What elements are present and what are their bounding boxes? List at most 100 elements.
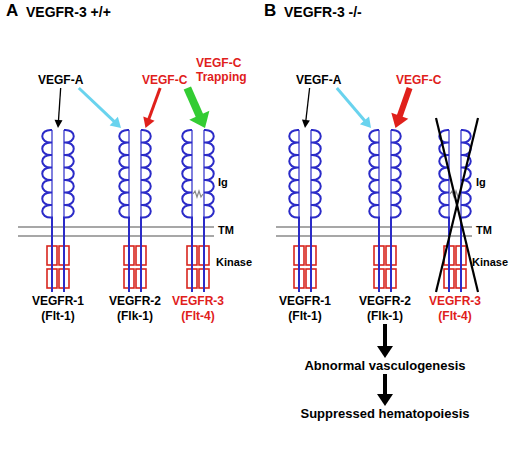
- outcome-name: Suppressed hematopoiesis: [290, 406, 480, 422]
- receptor: VEGFR-2 (Flk-1): [350, 128, 420, 324]
- arrow-head: [360, 117, 371, 129]
- arrow-head: [377, 394, 393, 406]
- chain-backbone: [203, 130, 204, 220]
- connector-line: [187, 88, 201, 119]
- knockout-cross: [436, 118, 478, 292]
- ligand-label: VEGF-A: [38, 72, 83, 88]
- chain-backbone: [63, 130, 64, 220]
- connector-line: [399, 88, 410, 119]
- arrow-connector: [377, 374, 393, 406]
- ig-chain: [311, 130, 321, 292]
- cleavage-mark: [450, 191, 460, 197]
- ig-chain: [141, 130, 151, 292]
- chain-backbone: [390, 130, 391, 220]
- receptor-name: VEGFR-2 (Flk-1): [100, 294, 170, 324]
- ligand-name: VEGF-A: [38, 72, 83, 88]
- arrow-connector: [55, 88, 63, 128]
- arrow-head: [377, 346, 393, 358]
- receptor-symbol: [270, 128, 340, 294]
- chain-backbone: [128, 130, 129, 220]
- receptor-name: VEGFR-2 (Flk-1): [350, 294, 420, 324]
- membrane-line: [276, 235, 472, 237]
- ig-chain: [119, 130, 129, 292]
- domain-label: Kinase: [216, 256, 252, 268]
- ligand-name: VEGF-C: [396, 72, 441, 88]
- knockout-cross: [436, 118, 478, 292]
- receptor-name: VEGFR-1 (Flt-1): [23, 294, 93, 324]
- receptor: VEGFR-2 (Flk-1): [100, 128, 170, 324]
- panel-letter: A: [6, 2, 18, 21]
- chain-backbone: [191, 130, 192, 220]
- chain-backbone: [140, 130, 141, 220]
- chain-backbone: [448, 130, 449, 220]
- connector-line: [148, 88, 160, 121]
- receptor-symbol: [163, 128, 233, 294]
- ig-chain: [204, 130, 214, 292]
- receptor-name: VEGFR-3 (Flt-4): [163, 294, 233, 324]
- arrow-connector: [337, 88, 371, 128]
- receptor: VEGFR-3 (Flt-4): [163, 128, 233, 324]
- ig-chain: [289, 130, 299, 292]
- outcome-text: Abnormal vasculogenesis: [290, 358, 480, 374]
- arrow-connector: [143, 88, 160, 128]
- receptor-symbol: [23, 128, 93, 294]
- cleavage-mark: [193, 191, 203, 197]
- domain-label: Ig: [218, 176, 228, 188]
- arrow-connector: [187, 88, 209, 128]
- arrow-connector: [391, 88, 409, 128]
- arrow-head: [143, 117, 154, 128]
- ig-chain: [369, 130, 379, 292]
- connector-line: [58, 88, 60, 122]
- receptor-symbol: [350, 128, 420, 294]
- membrane-line: [276, 226, 472, 228]
- receptor-symbol: [420, 128, 490, 294]
- receptor: VEGFR-1 (Flt-1): [270, 128, 340, 324]
- receptor-name: VEGFR-3 (Flt-4): [420, 294, 490, 324]
- connector-line: [306, 88, 310, 122]
- ig-chain: [439, 130, 449, 292]
- chain-backbone: [460, 130, 461, 220]
- ligand-label: VEGF-A: [296, 72, 341, 88]
- panel-letter: B: [264, 2, 276, 21]
- membrane-line: [18, 226, 214, 228]
- ligand-label: VEGF-C: [396, 72, 441, 88]
- outcome-text: Suppressed hematopoiesis: [290, 406, 480, 422]
- receptor-name: VEGFR-1 (Flt-1): [270, 294, 340, 324]
- connector-line: [383, 374, 387, 398]
- ig-chain: [182, 130, 192, 292]
- receptor: VEGFR-3 (Flt-4): [420, 128, 490, 324]
- ig-chain: [461, 130, 471, 292]
- receptor-symbol: [100, 128, 170, 294]
- domain-label: Kinase: [472, 256, 508, 268]
- arrow-head: [55, 120, 63, 128]
- arrow-connector: [377, 324, 393, 358]
- chain-backbone: [298, 130, 299, 220]
- domain-label: Ig: [476, 176, 486, 188]
- ig-chain: [391, 130, 401, 292]
- connector-line: [79, 88, 116, 123]
- ligand-label: VEGF-C: [142, 72, 187, 88]
- connector-line: [337, 88, 367, 123]
- connector-line: [383, 324, 387, 350]
- arrow-head: [391, 113, 408, 128]
- membrane-line: [18, 235, 214, 237]
- ligand-name: VEGF-C: [142, 72, 187, 88]
- arrow-head: [302, 120, 310, 128]
- arrow-head: [189, 111, 209, 128]
- chain-backbone: [378, 130, 379, 220]
- ig-chain: [42, 130, 52, 292]
- ligand-name: VEGF-A: [296, 72, 341, 88]
- ig-chain: [64, 130, 74, 292]
- receptor: VEGFR-1 (Flt-1): [23, 128, 93, 324]
- arrow-head: [110, 117, 121, 128]
- domain-label: TM: [218, 224, 234, 236]
- arrow-connector: [79, 88, 121, 128]
- outcome-name: Abnormal vasculogenesis: [290, 358, 480, 374]
- panel-title: VEGFR-3 -/-: [284, 5, 362, 20]
- chain-backbone: [310, 130, 311, 220]
- panel-title: VEGFR-3 +/+: [26, 5, 111, 20]
